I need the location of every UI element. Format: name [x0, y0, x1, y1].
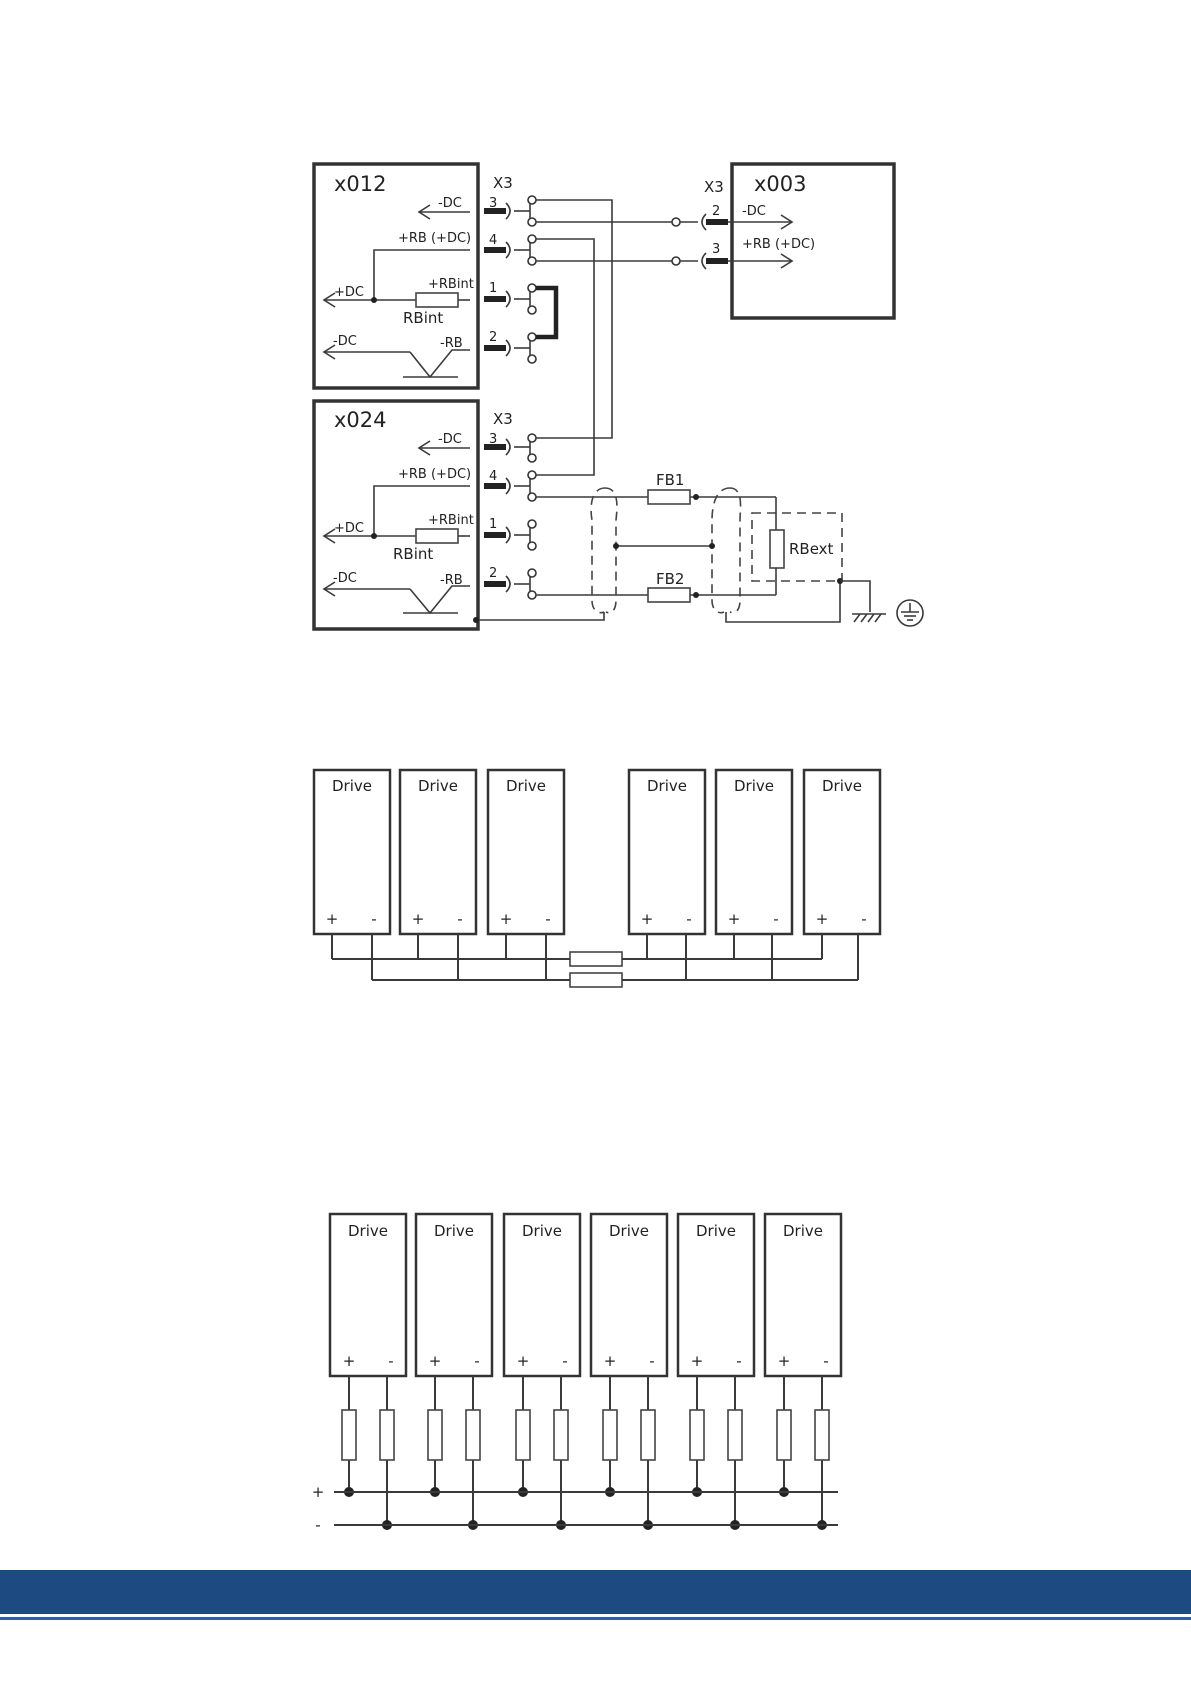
terminal-plus: + [691, 1352, 704, 1370]
terminal-minus: - [861, 910, 866, 928]
terminal-plus: + [604, 1352, 617, 1370]
label-rbint: RBint [393, 545, 433, 563]
label-rbint-plus: +RBint [428, 277, 474, 292]
label-rbint: RBint [403, 309, 443, 327]
bus-label-plus: + [312, 1483, 325, 1501]
fuse-label-fb2: FB2 [656, 570, 684, 588]
label-rb-dc: +RB (+DC) [742, 237, 815, 252]
fuse [690, 1410, 704, 1460]
fuse [603, 1410, 617, 1460]
fuse-label-fb1: FB1 [656, 471, 684, 489]
terminal-plus: + [500, 910, 513, 928]
fuse [815, 1410, 829, 1460]
fuse [728, 1410, 742, 1460]
terminal-plus: + [412, 910, 425, 928]
terminal-minus: - [823, 1352, 828, 1370]
pin-number: 4 [489, 233, 497, 248]
dc-link-wiring-diagram: x012 x003 x024 X3 X3 X3 -DC +RB (+DC) +R… [0, 0, 1191, 700]
earth-ground-icon [897, 600, 923, 626]
label-rbint-plus: +RBint [428, 513, 474, 528]
label-pos-dc: +DC [334, 285, 364, 300]
terminal-plus: + [641, 910, 654, 928]
label-neg-dc: -DC [438, 196, 462, 211]
module-title-x024: x024 [334, 408, 387, 432]
terminal-plus: + [429, 1352, 442, 1370]
resistor-rbext [770, 530, 784, 568]
drive-label: Drive [418, 777, 458, 795]
drive-individual-fuse-diagram: Drive + - Drive + - Drive + - Drive + - Drive + - Drive… [0, 1190, 1191, 1530]
terminal-minus: - [388, 1352, 393, 1370]
fuse [777, 1410, 791, 1460]
drive-label: Drive [332, 777, 372, 795]
terminal-plus: + [816, 910, 829, 928]
terminal-minus: - [736, 1352, 741, 1370]
terminal-plus: + [728, 910, 741, 928]
drive-label: Drive [522, 1222, 562, 1240]
drive-label: Drive [348, 1222, 388, 1240]
drive-group-bus-diagram: Drive + - Drive + - Drive + - Drive + - Drive + - Drive… [0, 740, 1191, 1000]
drive-label: Drive [647, 777, 687, 795]
connector-label-x3: X3 [493, 410, 513, 428]
module-title-x003: x003 [754, 172, 807, 196]
terminal-minus: - [562, 1352, 567, 1370]
fuse [570, 973, 622, 987]
pin-number: 1 [489, 517, 497, 532]
connector-label-x3: X3 [493, 174, 513, 192]
fuse-fb1 [648, 490, 690, 504]
resistor-label-rbext: RBext [789, 540, 834, 558]
terminal-minus: - [457, 910, 462, 928]
drive-label: Drive [609, 1222, 649, 1240]
terminal-minus: - [474, 1352, 479, 1370]
footer-rule [0, 1617, 1191, 1620]
drive-label: Drive [696, 1222, 736, 1240]
terminal-plus: + [326, 910, 339, 928]
fuse [380, 1410, 394, 1460]
label-rb-dc: +RB (+DC) [398, 467, 471, 482]
drive-label: Drive [783, 1222, 823, 1240]
terminal-minus: - [773, 910, 778, 928]
terminal-minus: - [649, 1352, 654, 1370]
fuse [466, 1410, 480, 1460]
pin-number: 2 [712, 204, 720, 219]
pin-number: 2 [489, 566, 497, 581]
drive-label: Drive [434, 1222, 474, 1240]
label-rb-dc: +RB (+DC) [398, 231, 471, 246]
label-neg-rb: -RB [440, 336, 463, 351]
fuse [516, 1410, 530, 1460]
pin-number: 4 [489, 469, 497, 484]
drive-label: Drive [822, 777, 862, 795]
terminal-plus: + [778, 1352, 791, 1370]
fuse [554, 1410, 568, 1460]
terminal-plus: + [517, 1352, 530, 1370]
bus-label-minus: - [315, 1516, 320, 1530]
label-pos-dc: +DC [334, 521, 364, 536]
label-neg-dc: -DC [333, 334, 357, 349]
connector-label-x3: X3 [704, 178, 724, 196]
module-title-x012: x012 [334, 172, 387, 196]
fuse [342, 1410, 356, 1460]
label-neg-dc: -DC [742, 204, 766, 219]
terminal-minus: - [545, 910, 550, 928]
fuse-fb2 [648, 588, 690, 602]
fuse [570, 952, 622, 966]
drive-label: Drive [734, 777, 774, 795]
pin-number: 2 [489, 330, 497, 345]
label-neg-dc: -DC [333, 571, 357, 586]
footer-band [0, 1570, 1191, 1614]
fuse [641, 1410, 655, 1460]
drive-label: Drive [506, 777, 546, 795]
terminal-minus: - [686, 910, 691, 928]
pin-number: 3 [712, 242, 720, 257]
pin-number: 1 [489, 281, 497, 296]
terminal-plus: + [343, 1352, 356, 1370]
label-neg-dc: -DC [438, 432, 462, 447]
terminal-minus: - [371, 910, 376, 928]
fuse [428, 1410, 442, 1460]
